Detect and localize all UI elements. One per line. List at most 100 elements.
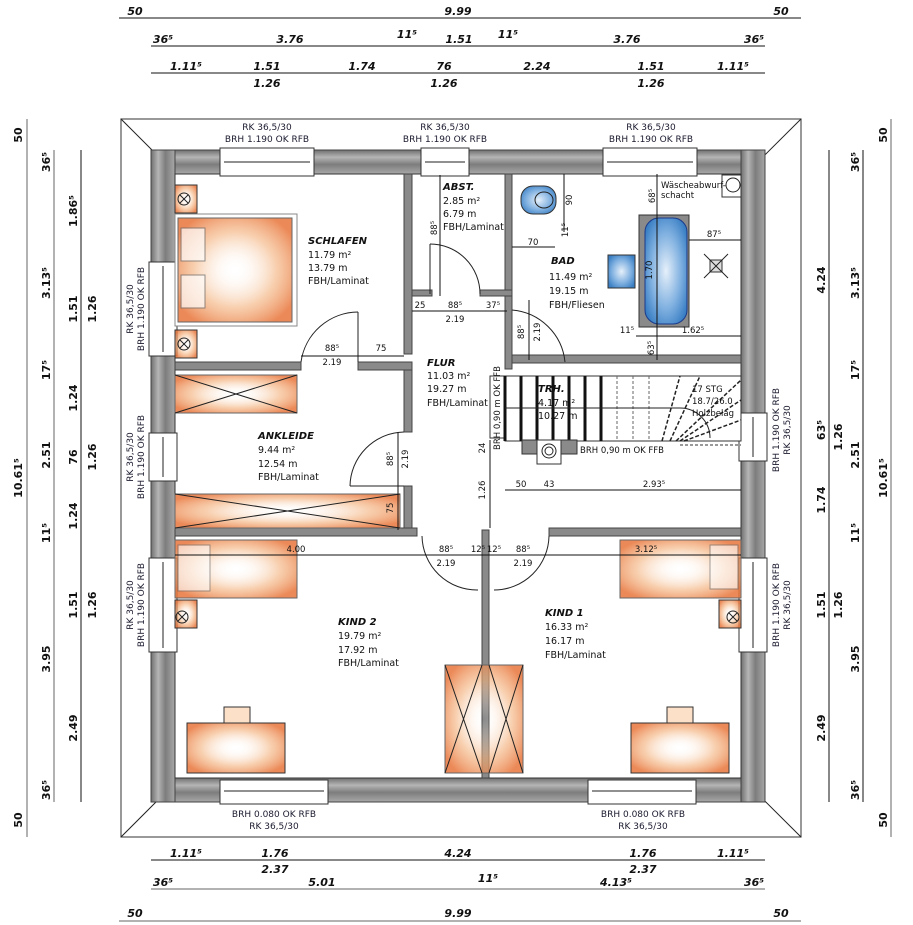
window-left-middle bbox=[148, 432, 178, 482]
dim-text: 1.51 bbox=[67, 591, 80, 618]
dim-text: 3.76 bbox=[276, 33, 303, 46]
wall-dim: 12⁵ bbox=[471, 545, 485, 555]
bathtub-icon bbox=[638, 214, 690, 328]
dim-text: 2.51 bbox=[849, 441, 862, 468]
desk bbox=[186, 706, 286, 774]
room-perimeter: 10.27 m bbox=[538, 411, 577, 422]
door-dim: 88⁵ bbox=[325, 344, 339, 354]
room-bad: BAD 11.49 m² 19.15 m FBH/Fliesen bbox=[549, 256, 605, 311]
wall-dim: 4.00 bbox=[287, 545, 306, 555]
window-label: RK 36,5/30 bbox=[420, 123, 470, 133]
window-label: BRH 1.190 OK RFB bbox=[772, 563, 782, 647]
nightstand-lamp-icon bbox=[174, 184, 198, 214]
window-label: BRH 1.190 OK RFB bbox=[772, 388, 782, 472]
dim-text: 50 bbox=[12, 812, 25, 828]
room-area: 4.17 m² bbox=[538, 398, 575, 409]
top-dimensions: 50 9.99 50 36⁵ 3.76 11⁵ 1.51 11⁵ 3.76 36… bbox=[127, 5, 789, 90]
bath-dim: 68⁵ bbox=[648, 189, 658, 203]
door-dim: 2.19 bbox=[533, 323, 543, 342]
door-dim: 2.19 bbox=[323, 358, 342, 368]
dim-text: 1.76 bbox=[261, 847, 288, 860]
room-area: 11.49 m² bbox=[549, 272, 592, 283]
room-perimeter: 13.79 m bbox=[308, 263, 347, 274]
dim-text: 1.51 bbox=[815, 591, 828, 618]
dim-text: 3.95 bbox=[849, 645, 862, 672]
room-floor: FBH/Fliesen bbox=[549, 300, 605, 311]
room-name: ANKLEIDE bbox=[257, 431, 314, 442]
dim-text: 3.13⁵ bbox=[849, 267, 862, 299]
dim-text: 3.95 bbox=[40, 645, 53, 672]
dim-text: 11⁵ bbox=[40, 523, 53, 543]
railing-label: BRH 0,90 m OK FFB bbox=[493, 366, 503, 450]
dim-text: 50 bbox=[12, 127, 25, 143]
dim-text: 2.24 bbox=[523, 60, 550, 73]
dim-text: 11⁵ bbox=[478, 872, 498, 885]
window-top-right bbox=[602, 147, 698, 177]
dim-text: 1.51 bbox=[253, 60, 280, 73]
bath-dim: 11⁵ bbox=[561, 223, 571, 237]
window-label: RK 36,5/30 bbox=[626, 123, 676, 133]
bath-dim: 1.70 bbox=[645, 261, 655, 280]
dim-text: 1.76 bbox=[629, 847, 656, 860]
dim-text: 36⁵ bbox=[40, 152, 53, 172]
shaft-label: Wäscheabwurf- bbox=[661, 181, 726, 191]
bath-dim: 70 bbox=[528, 238, 539, 248]
window-right-upper bbox=[738, 412, 768, 462]
room-floor: FBH/Laminat bbox=[258, 472, 319, 483]
dimension-chains bbox=[26, 17, 892, 922]
dim-text: 10.61⁵ bbox=[877, 458, 890, 498]
dim-text: 1.26 bbox=[86, 591, 99, 618]
dim-text: 17⁵ bbox=[40, 360, 53, 380]
dim-text: 2.49 bbox=[815, 714, 828, 741]
dim-text: 2.51 bbox=[40, 441, 53, 468]
window-label: RK 36,5/30 bbox=[126, 432, 136, 482]
room-treppenhaus: TRH. 4.17 m² 10.27 m bbox=[538, 384, 577, 422]
door-dim: 88⁵ bbox=[516, 545, 530, 555]
single-bed bbox=[619, 539, 742, 599]
wardrobe bbox=[174, 493, 401, 529]
window-label: BRH 1.190 OK RFB bbox=[137, 415, 147, 499]
dim-text: 1.74 bbox=[815, 486, 828, 513]
dim-text: 36⁵ bbox=[153, 33, 173, 46]
dim-text: 1.51 bbox=[637, 60, 664, 73]
dim-text: 1.26 bbox=[637, 77, 664, 90]
room-name: KIND 1 bbox=[545, 608, 584, 619]
bath-dim: 87⁵ bbox=[707, 230, 721, 240]
dim-text: 5.01 bbox=[308, 876, 335, 889]
door-dim: 2.19 bbox=[514, 559, 533, 569]
window-top-left bbox=[219, 147, 315, 177]
room-perimeter: 17.92 m bbox=[338, 645, 377, 656]
bottom-dimensions: 1.11⁵ 1.76 4.24 1.76 1.11⁵ 2.37 2.37 36⁵… bbox=[127, 847, 789, 920]
door-dim: 88⁵ bbox=[386, 452, 396, 466]
window-bottom-right bbox=[587, 779, 697, 805]
dim-text: 50 bbox=[773, 5, 789, 18]
window-labels: RK 36,5/30 BRH 1.190 OK RFB RK 36,5/30 B… bbox=[126, 123, 793, 832]
window-label: RK 36,5/30 bbox=[618, 822, 668, 832]
dim-text: 9.99 bbox=[444, 5, 471, 18]
dim-text: 1.11⁵ bbox=[717, 847, 749, 860]
room-floor: FBH/Laminat bbox=[338, 658, 399, 669]
room-area: 11.03 m² bbox=[427, 371, 470, 382]
dim-text: 36⁵ bbox=[744, 876, 764, 889]
room-perimeter: 16.17 m bbox=[545, 636, 584, 647]
dim-text: 1.26 bbox=[253, 77, 280, 90]
door-dim: 75 bbox=[386, 503, 396, 514]
room-floor: FBH/Laminat bbox=[308, 276, 369, 287]
window-label: RK 36,5/30 bbox=[783, 405, 793, 455]
window-label: BRH 0.080 OK RFB bbox=[601, 810, 685, 820]
dim-text: 1.26 bbox=[430, 77, 457, 90]
dim-text: 2.49 bbox=[67, 714, 80, 741]
bath-dim: 11⁵ bbox=[620, 326, 634, 336]
bath-dim: 1.62⁵ bbox=[682, 326, 704, 336]
dim-text: 1.86⁵ bbox=[67, 195, 80, 227]
dim-text: 36⁵ bbox=[744, 33, 764, 46]
room-perimeter: 12.54 m bbox=[258, 459, 297, 470]
room-area: 2.85 m² bbox=[443, 196, 480, 207]
room-perimeter: 19.15 m bbox=[549, 286, 588, 297]
double-bed bbox=[174, 213, 298, 327]
dim-text: 1.74 bbox=[348, 60, 375, 73]
dim-text: 9.99 bbox=[444, 907, 471, 920]
door-dim: 88⁵ bbox=[430, 221, 440, 235]
window-label: BRH 1.190 OK RFB bbox=[609, 135, 693, 145]
dim-text: 11⁵ bbox=[849, 523, 862, 543]
